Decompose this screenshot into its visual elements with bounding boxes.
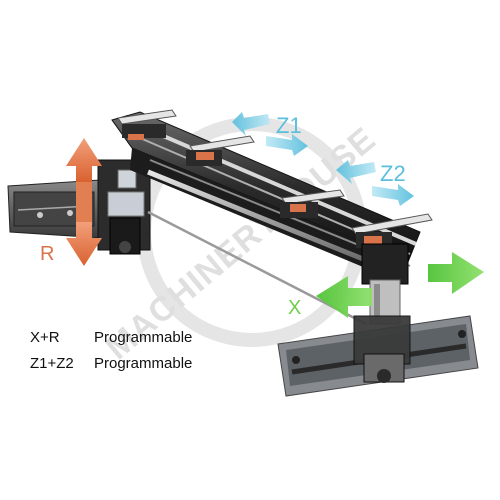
support-column <box>361 243 409 325</box>
caption-z1-z2: Z1+Z2 Programmable <box>30 355 192 372</box>
z2-label: Z2 <box>380 161 406 186</box>
z1-arrow-icon <box>232 112 308 156</box>
r-arrow-icon <box>66 138 102 266</box>
z1-label: Z1 <box>276 113 302 138</box>
r-axis-motor <box>97 159 151 255</box>
caption-x-r: X+R Programmable <box>30 329 192 346</box>
x-label: X <box>288 297 301 319</box>
caption-mode: Programmable <box>94 355 193 372</box>
caption-axes: X+R <box>30 329 60 346</box>
r-label: R <box>40 243 54 265</box>
z2-arrow-icon <box>336 160 414 206</box>
x-arrow-right-icon <box>428 252 484 294</box>
caption-mode: Programmable <box>94 329 193 346</box>
caption-axes: Z1+Z2 <box>30 355 74 372</box>
x-axis-carriage <box>277 315 479 397</box>
finger-stops <box>117 109 433 248</box>
x-arrow-left-icon <box>316 276 372 318</box>
